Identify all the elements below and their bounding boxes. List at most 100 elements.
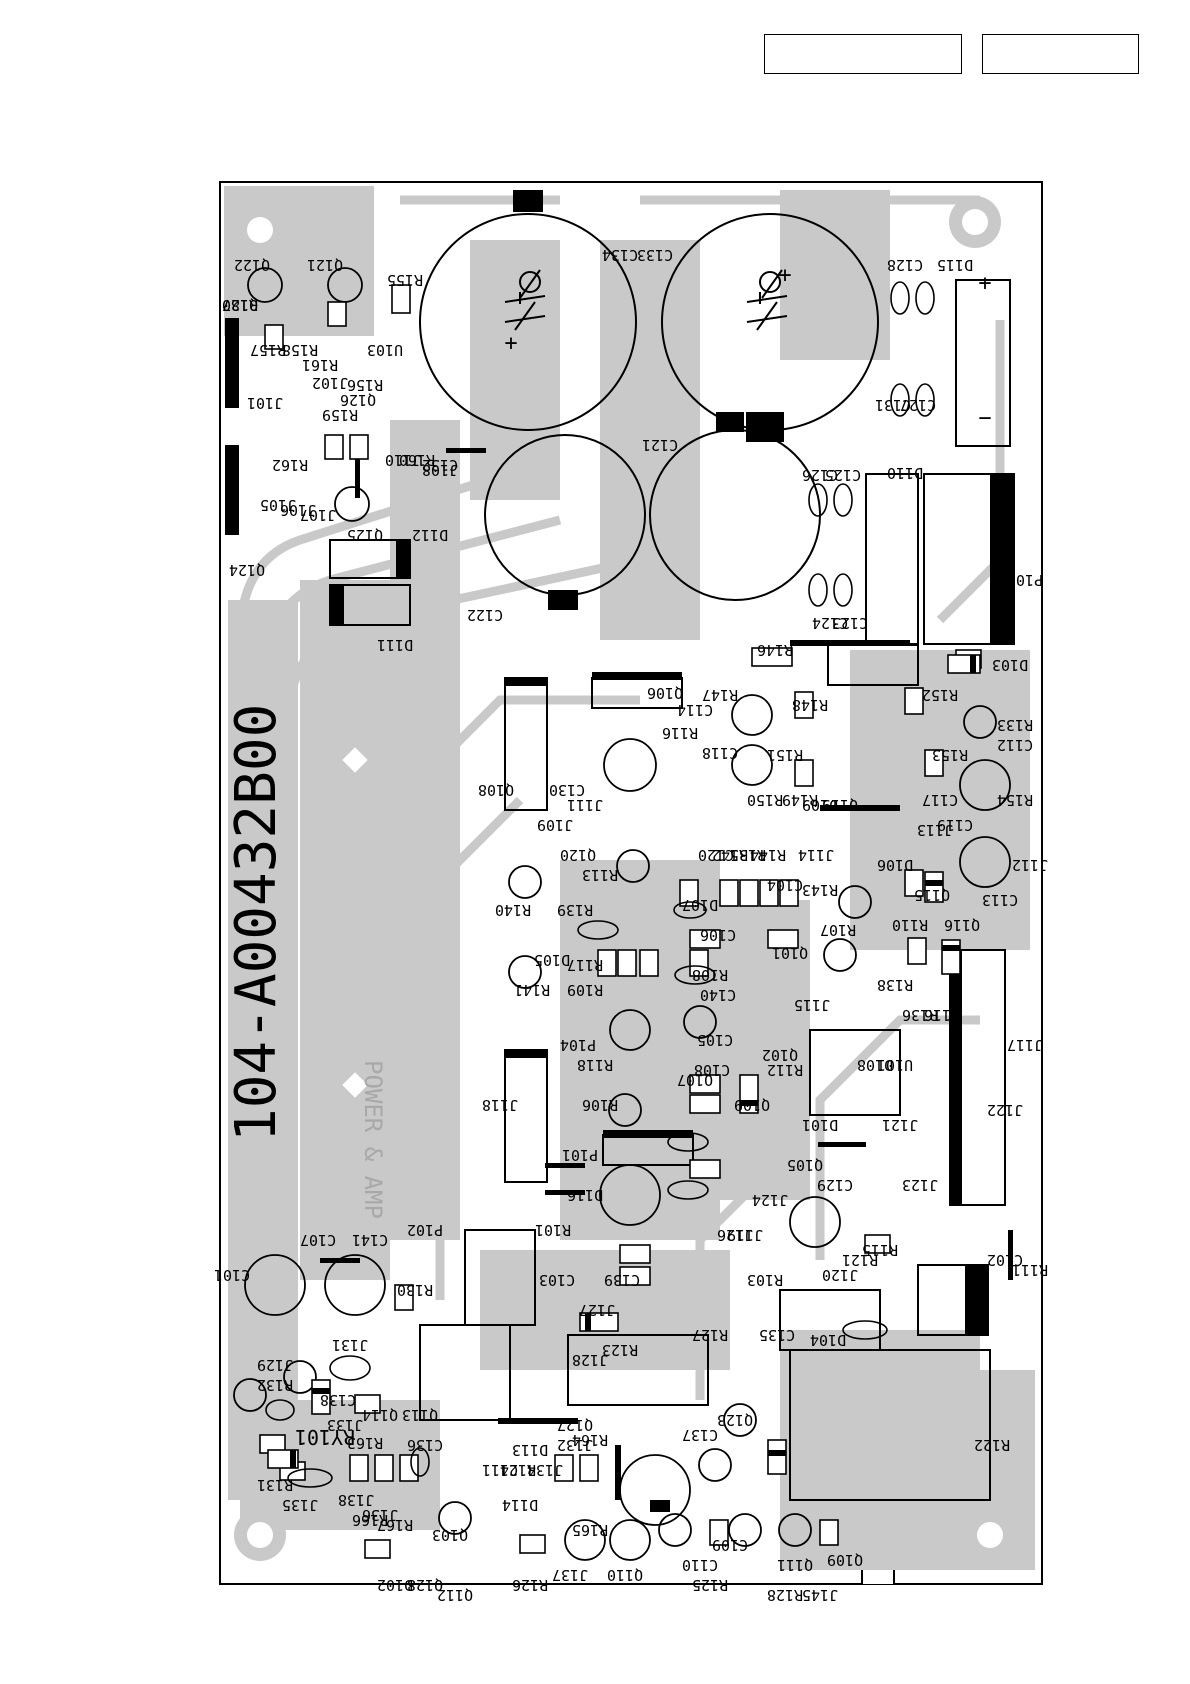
header-box-right xyxy=(982,34,1139,74)
small-electrolytics xyxy=(244,694,1011,1561)
component-label-q120: Q120 xyxy=(222,296,258,314)
component-label-d109: D109 xyxy=(802,796,838,814)
copper-traces xyxy=(235,195,1005,1480)
component-label-p101: P101 xyxy=(562,1146,598,1164)
component-label-j112: J112 xyxy=(1012,856,1048,874)
component-label-j113: J113 xyxy=(917,821,953,839)
component-label-c106: C106 xyxy=(700,926,736,944)
component-label-j133: J133 xyxy=(327,1416,363,1434)
component-label-r136: R136 xyxy=(902,1006,938,1024)
component-label-r130: R130 xyxy=(397,1281,433,1299)
component-label-q123: Q123 xyxy=(717,1411,753,1429)
component-label-r162: R162 xyxy=(272,456,308,474)
component-label-r143: R143 xyxy=(802,881,838,899)
component-label-c130: C130 xyxy=(549,781,585,799)
component-label-r165: R165 xyxy=(572,1521,608,1539)
component-label-r156: R156 xyxy=(347,376,383,394)
component-label-d102: D102 xyxy=(377,1576,413,1594)
component-label-r142: R142 xyxy=(712,846,748,864)
polarity-mark-plus: + xyxy=(504,331,517,356)
component-label-j119: J119 xyxy=(727,1226,763,1244)
component-label-j122: J122 xyxy=(987,1101,1023,1119)
component-label-j123: J123 xyxy=(902,1176,938,1194)
component-label-q107: Q107 xyxy=(677,1071,713,1089)
component-label-c126: C126 xyxy=(802,466,838,484)
board-part-number: 104-A00432B00 xyxy=(224,704,289,1142)
thick-silk-bars xyxy=(225,318,1014,1512)
component-label-r158: R158 xyxy=(282,341,318,359)
component-label-j128: J128 xyxy=(572,1351,608,1369)
header-box-left xyxy=(764,34,962,74)
component-label-c134: C134 xyxy=(602,246,638,264)
component-label-d113: D113 xyxy=(512,1441,548,1459)
component-label-j115: J115 xyxy=(794,996,830,1014)
component-label-d108: D108 xyxy=(857,1056,893,1074)
component-label-r139: R139 xyxy=(557,901,593,919)
component-label-r153: R153 xyxy=(932,746,968,764)
component-label-q128: Q128 xyxy=(407,1576,443,1594)
component-label-r167: R167 xyxy=(377,1516,413,1534)
component-label-r149: R149 xyxy=(782,791,818,809)
component-label-r123: R123 xyxy=(602,1341,638,1359)
component-label-j108: J108 xyxy=(422,461,458,479)
component-label-q115: Q115 xyxy=(914,886,950,904)
component-label-r140: R140 xyxy=(495,901,531,919)
component-label-d115: D115 xyxy=(937,256,973,274)
component-label-r163: R163 xyxy=(347,1434,383,1452)
component-label-c135: C135 xyxy=(759,1326,795,1344)
component-label-r152: R152 xyxy=(922,686,958,704)
component-label-d105: D105 xyxy=(534,951,570,969)
component-label-r148: R148 xyxy=(792,696,828,714)
component-label-j129: J129 xyxy=(257,1356,293,1374)
component-label-r132: R132 xyxy=(257,1376,293,1394)
component-label-u103: U103 xyxy=(367,341,403,359)
component-label-c119: C119 xyxy=(937,816,973,834)
component-label-q120: Q120 xyxy=(560,846,596,864)
component-label-r161: R161 xyxy=(302,356,338,374)
component-label-c122: C122 xyxy=(467,606,503,624)
component-label-r109: R109 xyxy=(567,981,603,999)
component-label-r131: R131 xyxy=(257,1476,293,1494)
component-label-c123: C123 xyxy=(832,614,868,632)
component-label-c125: C125 xyxy=(825,466,861,484)
component-label-j127: J127 xyxy=(579,1301,615,1319)
component-label-p103: P103 xyxy=(1007,571,1043,589)
component-label-j138: J138 xyxy=(338,1491,374,1509)
component-label-j105: J105 xyxy=(260,496,296,514)
component-label-c138: C138 xyxy=(320,1391,356,1409)
component-label-d101: D101 xyxy=(802,1116,838,1134)
component-label-c112: C112 xyxy=(997,736,1033,754)
component-label-ry101: RY101 xyxy=(295,1425,355,1449)
component-label-j109: J109 xyxy=(537,816,573,834)
component-label-r128: R128 xyxy=(767,1586,803,1604)
component-label-j117: J117 xyxy=(1007,1036,1043,1054)
component-label-c127: C127 xyxy=(900,396,936,414)
component-label-p102: P102 xyxy=(407,1221,443,1239)
component-label-d112: D112 xyxy=(412,526,448,544)
component-label-q109: Q109 xyxy=(734,1096,770,1114)
component-label-r141: R141 xyxy=(514,981,550,999)
component-label-r151: R151 xyxy=(767,746,803,764)
component-label-c129: C129 xyxy=(817,1176,853,1194)
component-label-c114: C114 xyxy=(677,701,713,719)
component-label-d104: D104 xyxy=(810,1331,846,1349)
component-label-c105: C105 xyxy=(697,1031,733,1049)
component-label-r154: R154 xyxy=(997,791,1033,809)
component-label-q102: Q102 xyxy=(762,1046,798,1064)
component-label-r166: R166 xyxy=(352,1511,388,1529)
component-label-r144: R144 xyxy=(750,846,786,864)
component-label-q125: Q125 xyxy=(347,526,383,544)
board-silk-title: POWER & AMP xyxy=(359,1060,387,1219)
polarity-mark-plus: + xyxy=(978,271,991,296)
component-label-q106: Q106 xyxy=(647,684,683,702)
component-label-r115: R115 xyxy=(862,1241,898,1259)
component-label-j121: J121 xyxy=(882,1116,918,1134)
component-label-q112: Q112 xyxy=(437,1586,473,1604)
component-label-j120: J120 xyxy=(822,1266,858,1284)
component-label-q119: Q119 xyxy=(822,796,858,814)
component-label-q108: Q108 xyxy=(478,781,514,799)
component-label-d103: D103 xyxy=(992,656,1028,674)
mounting-holes xyxy=(234,196,1016,1561)
component-label-r110: R110 xyxy=(892,916,928,934)
